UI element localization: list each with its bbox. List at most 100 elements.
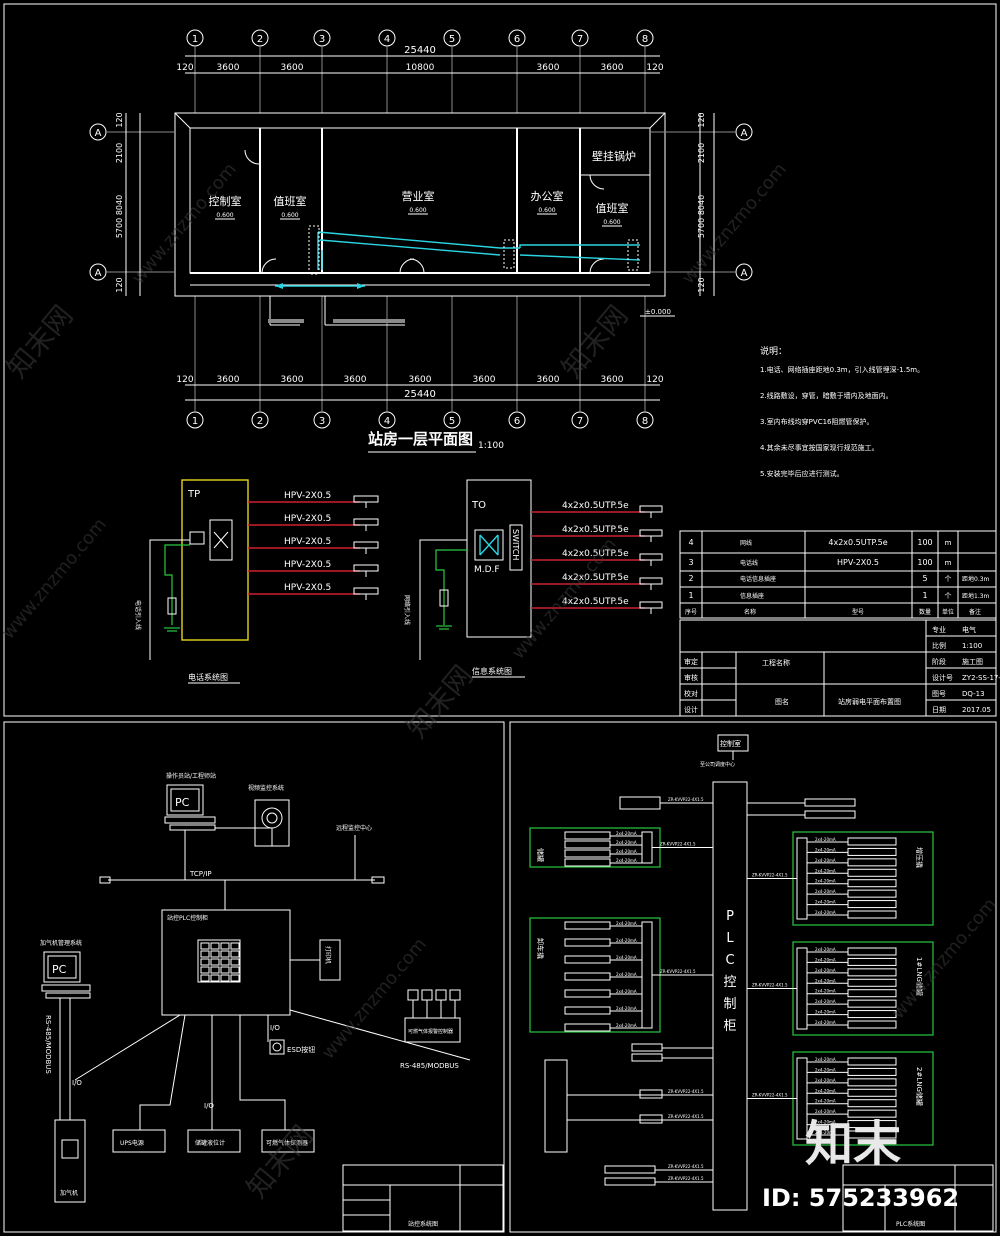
plc-feeder-label: ZR-KVVP22-4X1.5 — [668, 1176, 704, 1181]
tb-field-value: 1:100 — [962, 642, 982, 650]
plc-module — [200, 950, 210, 958]
tel-outlet — [353, 587, 379, 595]
plc-relay — [639, 1114, 663, 1124]
tb-drawing-name: 站房弱电平面布置图 — [838, 697, 901, 706]
dim-top: 120 — [646, 63, 663, 73]
plc-instrument — [847, 968, 897, 977]
plc-module — [230, 942, 240, 950]
tel-cable-label: HPV-2X0.5 — [284, 583, 331, 593]
net-cable-label: 4x2x0.5UTP.5e — [562, 525, 629, 535]
tb-field-value: 电气 — [962, 625, 976, 634]
plc-instrument — [847, 879, 897, 888]
plan-scale: 1:100 — [478, 441, 504, 451]
watermark-url-2: www.znzmo.com — [678, 159, 791, 288]
dim-bottom: 3600 — [601, 375, 624, 385]
switch-label: SWITCH — [511, 529, 520, 560]
watermark-url-1: www.znzmo.com — [128, 159, 241, 288]
plc-right-group-label: 1#LNG储罐 — [915, 957, 924, 996]
net-cable-label: 4x2x0.5UTP.5e — [562, 501, 629, 511]
plc-signal-label: 2x4-20mA — [815, 968, 836, 973]
plc-module — [210, 958, 220, 966]
video-label: 视频监控系统 — [248, 784, 284, 792]
dim-side: 2100 — [115, 143, 124, 163]
plc-instrument — [847, 1088, 897, 1097]
watermarks: 知末网 知末网 知末网 www.znzmo.com www.znzmo.com … — [0, 159, 1000, 1204]
plc-instrument — [847, 1067, 897, 1076]
plc-module — [210, 950, 220, 958]
detector-icon — [421, 989, 433, 1001]
mat-header: 备注 — [969, 608, 981, 616]
dim-bottom: 3600 — [537, 375, 560, 385]
ext-link-label: 远程监控中心 — [336, 824, 372, 832]
plc-top-sub: 至公司调度中心 — [700, 761, 735, 768]
dim-side: 120 — [697, 112, 706, 127]
plc-signal-label: 2x4-20mA — [815, 1057, 836, 1062]
watermark-brand-4: 知末网 — [240, 1119, 319, 1205]
rs485-right: RS-485/MODBUS — [400, 1062, 459, 1070]
plc-signal-label: 2x4-20mA — [815, 957, 836, 962]
net-cable-label: 4x2x0.5UTP.5e — [562, 597, 629, 607]
plan-title: 站房一层平面图 — [368, 430, 473, 448]
tel-outlet — [353, 495, 379, 503]
room-elev: 0.600 — [538, 207, 555, 214]
plc-signal-label: 2x4-20mA — [616, 921, 637, 926]
plan-total-dim-top: 25440 — [404, 45, 436, 56]
plc-right-group-label: 增压撬 — [915, 847, 924, 868]
axis-label: 1 — [192, 34, 198, 45]
network-system-diagram: TO M.D.F SWITCH 4x2x0.5UTP.5e4x2x0.5UTP.… — [403, 479, 663, 678]
plc-instrument — [847, 900, 897, 909]
axis-label: 5 — [449, 416, 455, 427]
dim-top: 3600 — [537, 63, 560, 73]
axis-label: 3 — [319, 416, 325, 427]
io-left: I/O — [72, 1079, 82, 1087]
plc-module — [220, 958, 230, 966]
net-diagram-title: 信息系统图 — [472, 666, 512, 676]
plc-module — [220, 942, 230, 950]
dim-bottom: 120 — [646, 375, 663, 385]
plc-instrument — [804, 810, 856, 819]
mat-header: 序号 — [685, 608, 697, 616]
mat-unit: m — [945, 539, 952, 547]
plc-instrument — [847, 889, 897, 898]
plc-instrument — [847, 1057, 897, 1066]
plc-trunk-label: ZR-KVVP22-4X1.5 — [752, 873, 788, 878]
plc-signal-label: 2x4-20mA — [616, 1023, 637, 1028]
mdf-label: M.D.F — [474, 565, 500, 575]
plc-signal-label: 2x4-20mA — [616, 972, 637, 977]
mat-qty: 100 — [917, 538, 932, 547]
mat-unit: 个 — [945, 592, 952, 600]
dim-side: 120 — [115, 277, 124, 292]
plc-signal-label: 2x4-20mA — [616, 989, 637, 994]
axis-label: 3 — [319, 34, 325, 45]
mat-qty: 5 — [922, 574, 927, 583]
plc-top-box: 控制室 — [720, 739, 741, 748]
plan-total-dim-bottom: 25440 — [404, 389, 436, 400]
mat-qty: 1 — [922, 591, 927, 600]
pc-left: PC — [52, 963, 67, 976]
plc-signal-label: 2x4-20mA — [815, 1099, 836, 1104]
plc-signal-label: 2x4-20mA — [815, 1088, 836, 1093]
plc-instrument — [564, 938, 611, 947]
plc-instrument — [804, 798, 856, 807]
dim-side: 8040 — [115, 195, 124, 215]
room-elev: 0.600 — [281, 212, 298, 219]
sheet-frames — [3, 3, 997, 1233]
mat-name: 电话信息插座 — [740, 575, 776, 583]
plc-left-group-label: 储罐 — [536, 848, 545, 862]
plc-instrument — [847, 910, 897, 919]
mat-header: 数量 — [919, 608, 931, 616]
net-outlet — [639, 529, 663, 537]
plc-system-diagram: 控制室 至公司调度中心 PLC控制柜 储罐2x4-20mA2x4-20mA2x4… — [529, 734, 994, 1232]
plc-instrument — [604, 1177, 656, 1186]
mat-name: 网线 — [740, 539, 752, 547]
plc-trunk-label: ZR-KVVP22-4X1.5 — [752, 1093, 788, 1098]
plc-signal-label: 2x4-20mA — [815, 889, 836, 894]
title-block: 专业电气比例1:100阶段施工图设计号ZY2-SS-17-05图号DQ-13日期… — [679, 619, 1000, 717]
plc-relay — [639, 1089, 663, 1099]
tb-field-key: 专业 — [932, 625, 946, 634]
tb-field-key: 日期 — [932, 706, 946, 714]
plc-signal-label: 2x4-20mA — [815, 999, 836, 1004]
net-outlet — [639, 553, 663, 561]
plc-signal-label: 2x4-20mA — [616, 849, 637, 854]
